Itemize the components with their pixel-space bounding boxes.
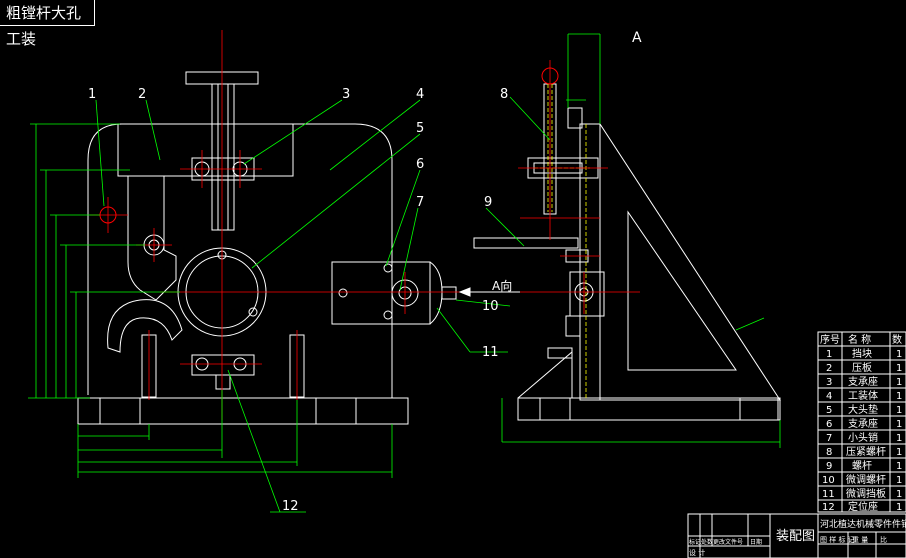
bom-qty: 1 [896,489,902,500]
callout-11: 11 [482,345,499,360]
tb-label-change: 更改文件号 [713,538,743,546]
bom-no: 10 [822,475,835,486]
bom-qty: 1 [896,475,902,486]
bom-no: 5 [826,405,832,416]
tb-label-mark: 标记 [689,538,701,546]
support-seat [117,123,294,177]
callout-4: 4 [416,87,424,102]
callout-10: 10 [482,299,499,314]
drawing-title: 粗镗杆大孔工装 [0,0,95,48]
bom-header-no: 序号 [820,333,840,346]
bom-no: 8 [826,447,832,458]
bom-table [817,331,906,513]
direction-arrow [458,287,520,297]
callout-2: 2 [138,87,146,102]
bom-qty: 1 [896,433,902,444]
bom-qty: 1 [896,377,902,388]
bom-no: 1 [826,349,832,360]
bom-name: 定位座 [848,500,878,513]
tb-weight: 重 量 [852,536,868,544]
side-hidden [534,84,590,398]
fork-arm [127,175,177,301]
callout-3: 3 [342,87,350,102]
bom-header-qty: 数 [892,333,902,346]
bom-name: 压板 [852,361,872,374]
bom-qty: 1 [896,419,902,430]
callout-8: 8 [500,87,508,102]
callout-6: 6 [416,157,424,172]
tb-design-label: 设 计 [689,548,705,557]
gusset-frame [599,122,781,401]
side-view [473,67,781,421]
fork-jaw [107,299,183,353]
base-plate [77,397,409,425]
bom-name: 支承座 [848,417,878,430]
bom-name: 微调螺杆 [846,473,886,486]
bom-no: 7 [826,433,832,444]
tb-scale: 比 [880,535,887,544]
side-dimensions [485,33,781,448]
bom-no: 3 [826,377,832,388]
screw-rod [473,237,579,249]
bom-no: 9 [826,461,832,472]
fixture-body-outline [87,123,393,398]
bom-name: 压紧螺杆 [846,446,886,458]
front-dimensions [28,99,511,513]
bom-qty: 1 [896,363,902,374]
direction-label: A向 [492,278,512,293]
tb-sample-mark: 图 样 标 记 [820,535,855,544]
bom-no: 6 [826,419,832,430]
bom-qty: 1 [896,391,902,402]
fine-adjust-screw [441,286,457,300]
bom-no: 11 [822,489,835,500]
bom-qty: 1 [896,405,902,416]
small-head-seat [331,261,431,325]
callout-7: 7 [416,195,424,210]
bom-no: 12 [822,502,835,513]
front-view [77,71,457,425]
bom-name: 支承座 [848,375,878,388]
bom-name: 大头垫 [848,403,878,416]
side-centerlines [470,60,640,314]
t-bolt-shaft [211,83,235,231]
bom-name: 小头销 [848,431,878,444]
bom-header-name: 名 称 [848,333,871,346]
tb-label-date: 日期 [750,538,762,546]
bom-qty: 1 [896,447,902,458]
tb-label-count: 处数 [701,538,713,546]
title-block [687,513,906,558]
side-base [517,397,781,421]
bom-name: 螺杆 [852,460,872,472]
bom-qty: 1 [896,502,902,513]
bom-no: 2 [826,363,832,374]
bom-name: 微调挡板 [846,487,886,500]
gusset-left [517,350,573,399]
drawing-name: 装配图 [776,529,815,544]
front-centerlines [90,30,470,420]
bom-qty: 1 [896,349,902,360]
bom-name: 挡块 [852,347,872,360]
callout-9: 9 [484,195,492,210]
school-name: 河北植达机械零件件销 [820,518,906,530]
callout-5: 5 [416,121,424,136]
view-label: A [632,30,642,46]
bom-no: 4 [826,391,832,402]
bom-qty: 1 [896,461,902,472]
bom-name: 工装体 [848,389,878,402]
callout-12: 12 [282,499,299,514]
callout-1: 1 [88,87,96,102]
